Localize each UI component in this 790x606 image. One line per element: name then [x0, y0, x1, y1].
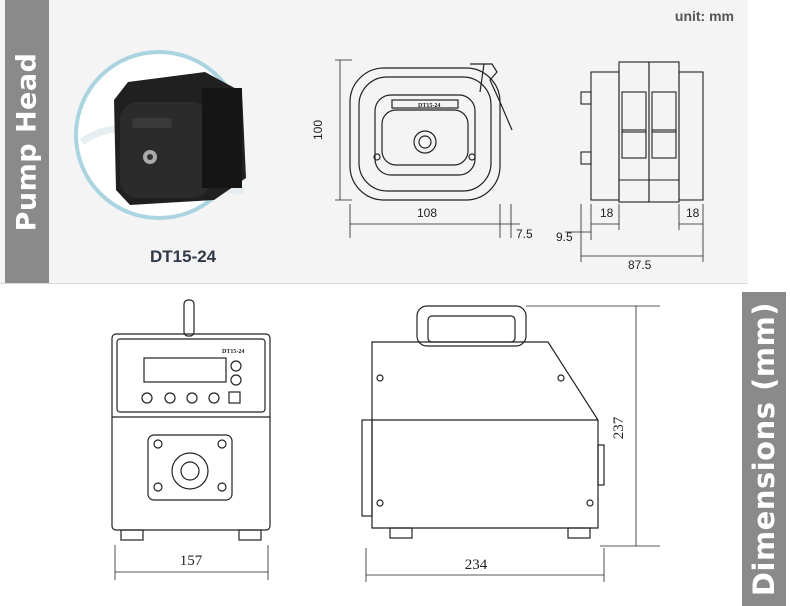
dim-lever-offset: 7.5	[516, 227, 533, 241]
dim-side-total: 87.5	[628, 258, 652, 272]
dim-side-seg-right: 18	[686, 206, 700, 220]
dim-head-height: 100	[311, 120, 325, 140]
unit-label: unit: mm	[674, 8, 734, 24]
pump-side-view	[361, 305, 605, 539]
dim-side-depth: 234	[465, 557, 488, 573]
pump-head-front-view	[349, 63, 513, 201]
dim-side-seg-left: 18	[600, 206, 614, 220]
pump-side-dims	[365, 305, 660, 582]
pump-head-side-view	[580, 61, 704, 203]
dimensions-tab: Dimensions (mm)	[742, 292, 786, 606]
pump-front-view	[111, 299, 271, 541]
pump-head-front-dims	[335, 59, 520, 238]
pump-head-brand: DT15-24	[418, 103, 440, 109]
dim-head-width: 108	[417, 206, 437, 220]
dim-side-height: 237	[611, 416, 627, 439]
model-label: DT15-24	[150, 247, 217, 266]
pump-head-side-dims	[565, 204, 704, 262]
dim-side-left-offset: 9.5	[556, 230, 573, 244]
pump-front-dims	[114, 545, 269, 580]
dim-front-width: 157	[180, 553, 203, 569]
pump-head-tab: Pump Head	[5, 0, 49, 283]
pump-brand: DT15-24	[222, 349, 244, 355]
pump-head-photo	[74, 50, 250, 220]
